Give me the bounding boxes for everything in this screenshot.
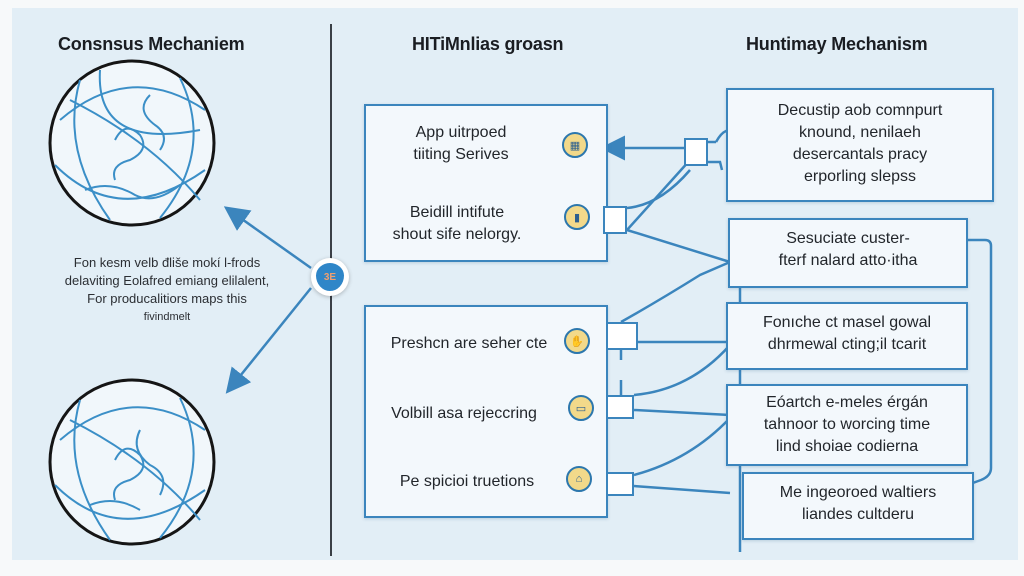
service-item-text: App uitrpoed tiiting Serives: [413, 124, 509, 163]
mechanism-box-1: Decustip aob comnpurt knound, nenilaeh d…: [726, 88, 994, 202]
note-line: For producalitiors maps this: [87, 291, 247, 306]
mechanism-box-text: Sesuciate custer- fterf nalard atto·itha: [778, 230, 918, 269]
server-icon: ▮: [564, 204, 590, 230]
laptop-icon: ▭: [568, 395, 594, 421]
service-item-text: Beidill intifute shout sife nelorgy.: [392, 204, 522, 243]
top-network-sphere: [48, 59, 216, 227]
central-hub-node[interactable]: 3E: [311, 258, 349, 296]
service-item-text: Volbill asa rejeccring: [391, 405, 537, 422]
mechanism-box-2: Sesuciate custer- fterf nalard atto·itha: [728, 218, 968, 288]
connector-port[interactable]: [606, 395, 634, 419]
mechanism-box-3: Fonıche ct masel gowal dhrmewal cting;il…: [726, 302, 968, 370]
capitol-icon: ⌂: [566, 466, 592, 492]
service-item-text: Pe spicioi truetions: [399, 473, 535, 490]
brain-chip-icon: 3E: [316, 263, 344, 291]
note-line: Fon kesm velb đliše mokí l-frods: [73, 255, 261, 270]
building-icon: ▦: [562, 132, 588, 158]
connector-port[interactable]: [684, 138, 708, 166]
bottom-network-sphere: [48, 378, 216, 546]
connector-port[interactable]: [606, 472, 634, 496]
middle-column-title: HITiMnlias groasn: [412, 34, 564, 54]
service-group-box-top: App uitrpoed tiiting Serives Beidill int…: [364, 104, 608, 262]
connector-port[interactable]: [606, 322, 638, 350]
mechanism-box-4: Eóartch e-meles érgán tahnoor to worcing…: [726, 384, 968, 466]
mechanism-box-text: Eóartch e-meles érgán tahnoor to worcing…: [763, 394, 931, 455]
mechanism-box-text: Fonıche ct masel gowal dhrmewal cting;il…: [762, 314, 932, 353]
consensus-description: Fon kesm velb đliše mokí l-frods delavit…: [36, 254, 298, 326]
connector-port[interactable]: [603, 206, 627, 234]
mechanism-box-text: Me ingeoroed waltiers liandes cultderu: [779, 484, 937, 523]
mechanism-box-5: Me ingeoroed waltiers liandes cultderu: [742, 472, 974, 540]
service-item-text: Preshcn are seher cte: [390, 335, 548, 352]
mechanism-box-text: Decustip aob comnpurt knound, nenilaeh d…: [777, 102, 943, 185]
globe-hand-icon: ✋: [564, 328, 590, 354]
right-column-title: Huntimay Mechanism: [746, 34, 928, 54]
note-line: fivindmelt: [143, 311, 191, 323]
left-column-title: Consnsus Mechaniem: [58, 34, 245, 54]
note-line: delaviting Eolafred emiang elilalent,: [64, 273, 270, 288]
